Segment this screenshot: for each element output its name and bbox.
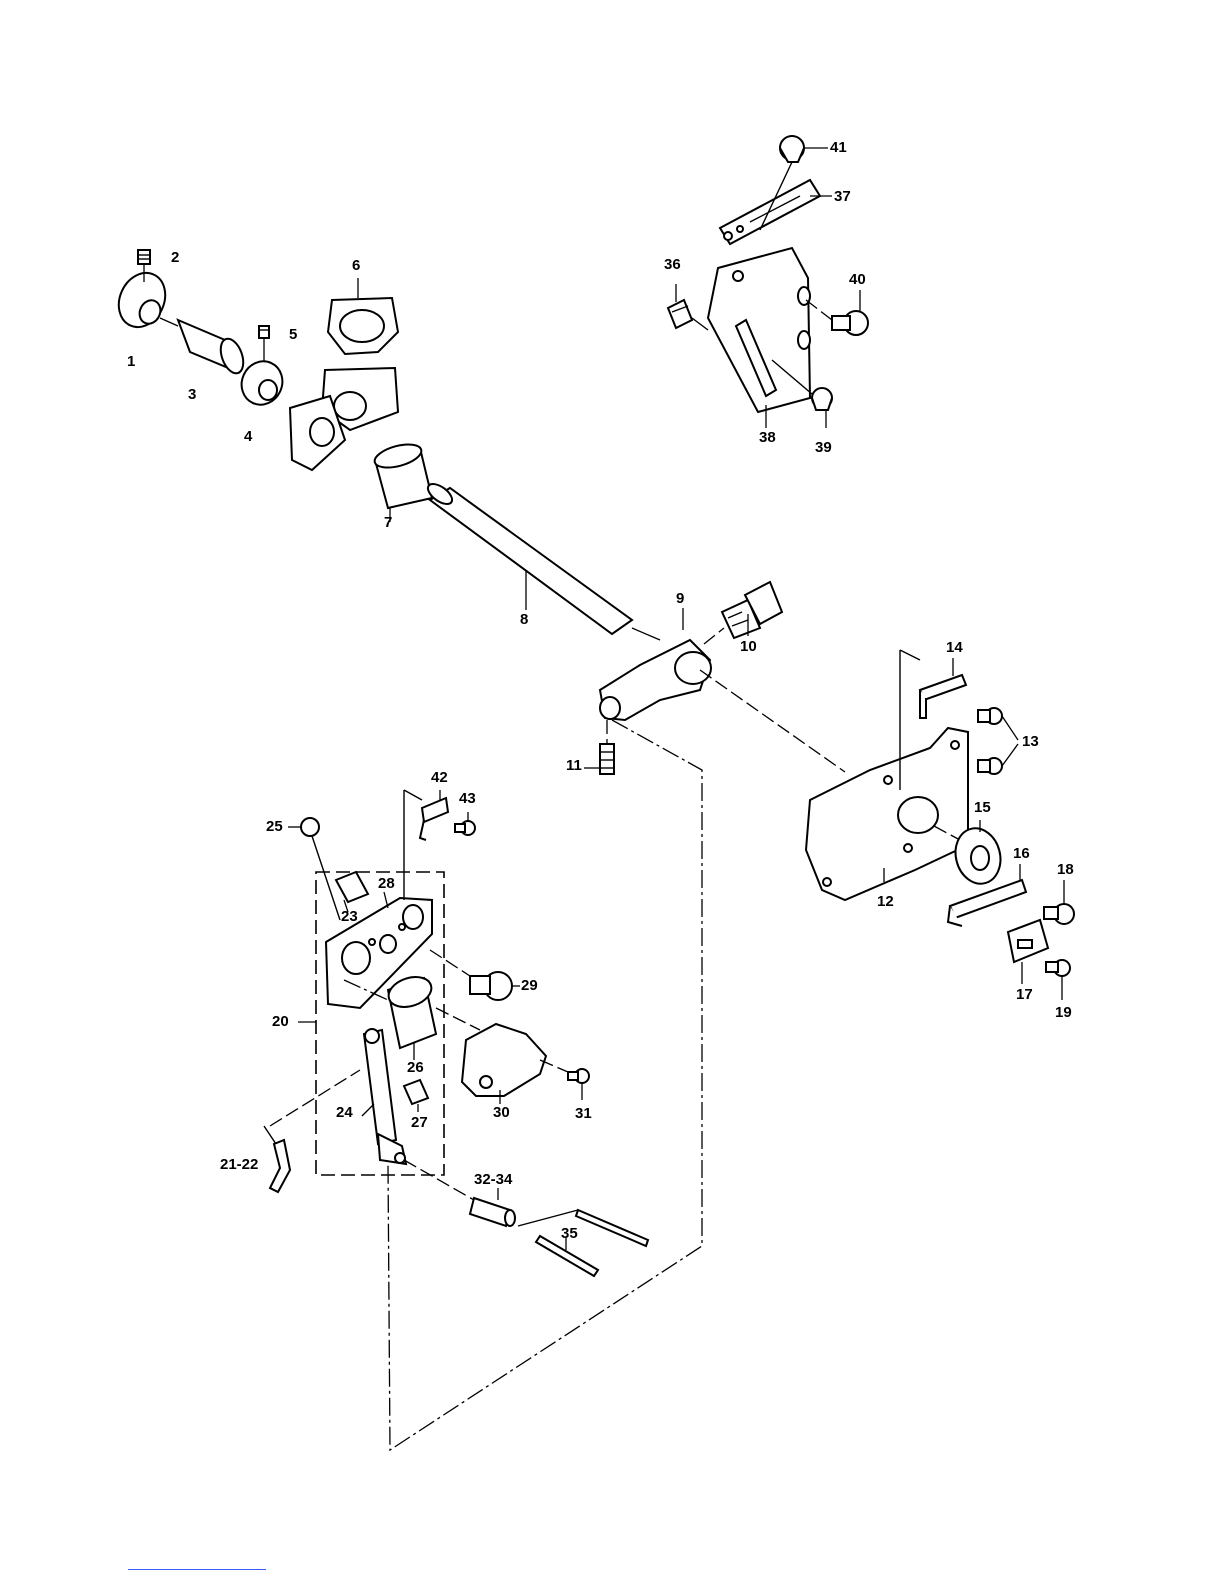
part-40-screw [806,290,868,335]
callout-9: 9 [676,590,684,607]
callout-27: 27 [411,1114,428,1131]
part-6-bracket [290,278,398,470]
part-5-set-screw [259,326,269,362]
callout-23: 23 [341,908,358,925]
part-12-plate [700,670,968,900]
part-30-bracket [436,1008,546,1104]
callout-36: 36 [664,256,681,273]
callout-35: 35 [561,1225,578,1242]
callout-2: 2 [171,249,179,266]
part-35-wires [518,1210,648,1276]
callout-8: 8 [520,611,528,628]
callout-30: 30 [493,1104,510,1121]
part-31-screw [540,1060,589,1100]
part-43-screw [455,812,475,835]
callout-15: 15 [974,799,991,816]
footer-underline [128,1569,266,1570]
part-13-screws [978,708,1018,774]
callout-18: 18 [1057,861,1074,878]
part-27-clip [404,1080,428,1112]
part-21-22-link [264,1070,360,1192]
callout-10: 10 [740,638,757,655]
callout-38: 38 [759,429,776,446]
callout-20: 20 [272,1013,289,1030]
callout-17: 17 [1016,986,1033,1003]
callout-19: 19 [1055,1004,1072,1021]
callout-26: 26 [407,1059,424,1076]
callout-42: 42 [431,769,448,786]
callout-4: 4 [244,428,253,445]
part-23-pin [336,872,368,912]
callout-6: 6 [352,257,360,274]
part-10-screw [704,582,782,644]
part-38-bracket [708,248,810,428]
part-25-screw [288,818,340,920]
callout-28: 28 [378,875,395,892]
callout-25: 25 [266,818,283,835]
part-19-screw [1046,960,1070,1000]
callout-5: 5 [289,326,297,343]
part-1-collar [110,265,174,334]
callout-41: 41 [830,139,847,156]
callout-16: 16 [1013,845,1030,862]
callout-43: 43 [459,790,476,807]
part-18-screw [1044,880,1074,924]
callout-21-22: 21-22 [220,1156,258,1173]
callout-11: 11 [566,757,582,774]
part-32-34-pin [404,1160,515,1226]
callout-29: 29 [521,977,538,994]
part-26-bushing [385,972,436,1060]
part-37-link [720,180,832,244]
callout-24: 24 [336,1104,353,1121]
part-3-bushing [160,318,248,376]
callout-14: 14 [946,639,963,656]
part-7-bushing [372,440,432,522]
callout-12: 12 [877,893,894,910]
part-11-screw [584,720,614,774]
part-17-clip [1008,920,1048,984]
part-42-clip [404,790,448,900]
part-36-nut [668,284,708,330]
centerline-arm-to-assembly [388,720,702,1450]
callout-7: 7 [384,514,392,531]
callout-1: 1 [127,353,135,370]
callout-32-34: 32-34 [474,1171,513,1188]
callout-31: 31 [575,1105,592,1122]
callout-3: 3 [188,386,196,403]
callout-40: 40 [849,271,866,288]
callout-39: 39 [815,439,832,456]
callout-37: 37 [834,188,851,205]
part-8-shaft [425,480,660,640]
callout-13: 13 [1022,733,1039,750]
